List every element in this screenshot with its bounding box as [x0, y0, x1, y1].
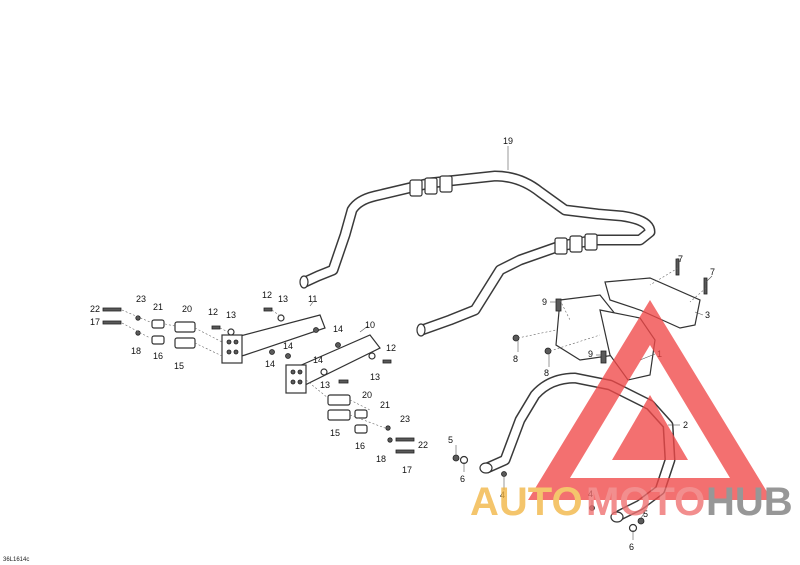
callout-labels: 19 7 7 3 9 9 8 8 1 2 5 5 6 6 4 4 11 10 1…	[90, 136, 715, 552]
alignment-lines	[121, 267, 707, 429]
roll-bar-clamp-upper	[409, 175, 453, 197]
callout-15a: 15	[174, 361, 184, 371]
drawing-id: 36L1614c	[3, 557, 29, 563]
callout-8a: 8	[513, 354, 518, 364]
callout-9a: 9	[542, 297, 547, 307]
callout-21a: 21	[153, 302, 163, 312]
tube-end-left	[299, 275, 309, 289]
callout-7a: 7	[678, 254, 683, 264]
callout-4a: 4	[500, 490, 505, 500]
callout-20a: 20	[182, 304, 192, 314]
left-plate-upper	[221, 314, 326, 364]
small-fasteners	[102, 258, 708, 533]
callout-14a: 14	[333, 324, 343, 334]
callout-17b: 17	[402, 465, 412, 475]
callout-12b: 12	[208, 307, 218, 317]
roll-bar-clamp-lower	[554, 233, 598, 255]
callout-14d: 14	[265, 359, 275, 369]
watermark-auto: AUTO	[470, 480, 583, 524]
callout-9b: 9	[588, 349, 593, 359]
callout-13a: 13	[278, 294, 288, 304]
callout-21b: 21	[380, 400, 390, 410]
callout-13b: 13	[226, 310, 236, 320]
callout-8b: 8	[544, 368, 549, 378]
callout-11: 11	[308, 294, 317, 304]
left-plate-lower	[285, 334, 381, 394]
callout-6a: 6	[460, 474, 465, 484]
callout-6b: 6	[629, 542, 634, 552]
callout-22a: 22	[90, 304, 100, 314]
watermark-inner-triangle-icon	[612, 395, 688, 460]
watermark-moto: MOTO	[586, 480, 705, 524]
watermark-triangle-icon	[528, 300, 772, 500]
callout-7b: 7	[710, 267, 715, 277]
callout-13c: 13	[370, 372, 380, 382]
callout-12c: 12	[386, 343, 396, 353]
callout-10: 10	[365, 320, 375, 330]
callout-18a: 18	[131, 346, 141, 356]
callout-22b: 22	[418, 440, 428, 450]
callout-14c: 14	[313, 355, 323, 365]
hinge-blocks-lower	[327, 394, 368, 434]
callout-5a: 5	[448, 435, 453, 445]
hinge-blocks-upper	[151, 319, 196, 349]
callout-2: 2	[683, 420, 688, 430]
callout-23a: 23	[136, 294, 146, 304]
callout-13d: 13	[320, 380, 330, 390]
callout-23b: 23	[400, 414, 410, 424]
callout-16a: 16	[153, 351, 163, 361]
watermark: AUTO MOTO HUB	[470, 300, 793, 524]
tube-end-right	[416, 323, 426, 337]
callout-20b: 20	[362, 390, 372, 400]
leader-lines	[309, 146, 713, 540]
callout-18b: 18	[376, 454, 386, 464]
callout-16b: 16	[355, 441, 365, 451]
callout-15b: 15	[330, 428, 340, 438]
rear-roll-bar	[299, 170, 656, 337]
callout-12a: 12	[262, 290, 272, 300]
callout-5b: 5	[643, 509, 648, 519]
watermark-hub: HUB	[706, 480, 793, 524]
callout-14b: 14	[283, 341, 293, 351]
callout-17a: 17	[90, 317, 100, 327]
callout-3: 3	[705, 310, 710, 320]
callout-19: 19	[503, 136, 513, 146]
